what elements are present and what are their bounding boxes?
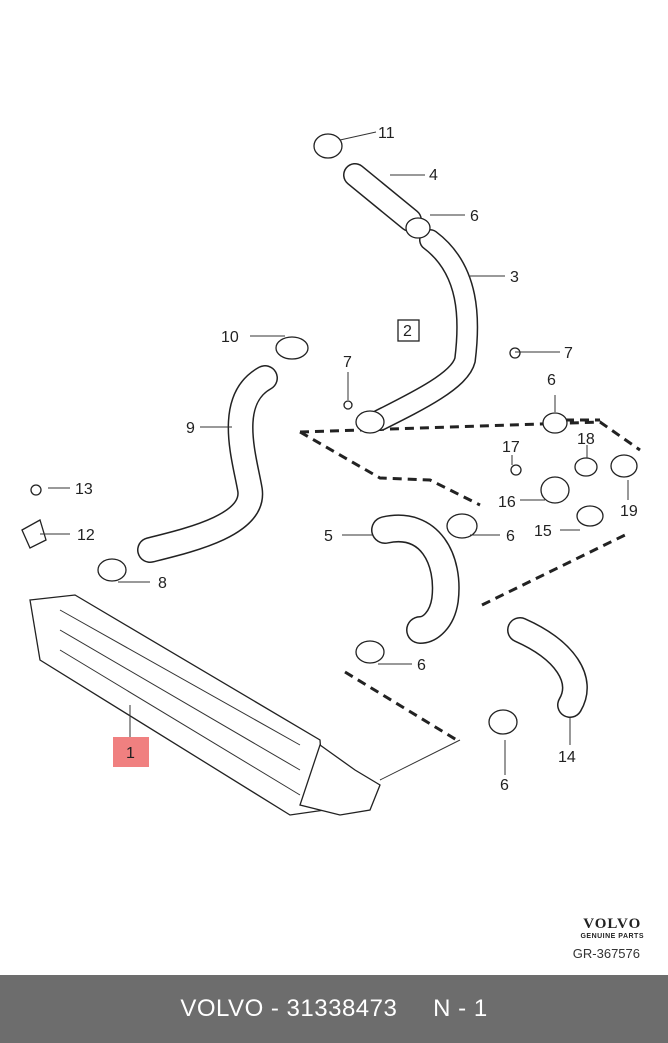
clamp-8 xyxy=(97,558,127,582)
clamp-18 xyxy=(574,457,598,477)
callout-18: 18 xyxy=(577,431,595,448)
callout-2-box xyxy=(397,319,420,342)
bolt-13 xyxy=(30,484,42,496)
intercooler-end-tank xyxy=(299,743,381,816)
callout-5: 5 xyxy=(324,528,333,545)
callout-9: 9 xyxy=(186,420,195,437)
callout-10: 10 xyxy=(221,329,239,346)
callout-7-a: 7 xyxy=(343,354,352,371)
clamp-6-top xyxy=(405,217,431,239)
callout-19: 19 xyxy=(620,503,638,520)
seal-19 xyxy=(610,454,638,478)
callout-1-highlight xyxy=(113,737,149,767)
callout-6-b: 6 xyxy=(547,372,556,389)
clamp-6-low xyxy=(488,709,518,735)
clamp-6-right xyxy=(542,412,568,434)
callout-15: 15 xyxy=(534,523,552,540)
clamp-15 xyxy=(576,505,604,527)
brand-name: VOLVO xyxy=(583,916,642,932)
callout-8: 8 xyxy=(158,575,167,592)
brand-logo: VOLVO GENUINE PARTS xyxy=(580,916,644,940)
callout-6-a: 6 xyxy=(470,208,479,225)
footer-text: VOLVO - 31338473 N - 1 xyxy=(180,995,488,1022)
callout-4: 4 xyxy=(429,167,438,184)
callout-6-c: 6 xyxy=(506,528,515,545)
callout-7-b: 7 xyxy=(564,345,573,362)
reference-code: GR-367576 xyxy=(572,946,640,961)
bolt-7-right xyxy=(509,347,521,359)
clamp-6-left xyxy=(355,640,385,664)
callout-6-d: 6 xyxy=(417,657,426,674)
clamp-11 xyxy=(313,133,343,159)
callout-6-e: 6 xyxy=(500,777,509,794)
parts-diagram: 11 4 6 3 2 10 7 7 6 9 17 18 13 16 19 5 1… xyxy=(21,125,641,816)
pipe-3-flange xyxy=(355,410,385,434)
callout-13: 13 xyxy=(75,481,93,498)
callout-17: 17 xyxy=(502,439,520,456)
bracket-12 xyxy=(21,519,47,549)
brand-subtitle: GENUINE PARTS xyxy=(580,933,644,940)
group-outline-upper xyxy=(299,420,641,507)
connector-16 xyxy=(540,476,570,504)
intercooler-1 xyxy=(29,594,326,816)
bolt-7-left xyxy=(343,400,353,410)
callout-2: 2 xyxy=(403,323,412,340)
clamp-6-mid xyxy=(446,513,478,539)
callout-14: 14 xyxy=(558,749,576,766)
footer-bar: VOLVO - 31338473 N - 1 xyxy=(0,975,668,1043)
bolt-17 xyxy=(510,464,522,476)
clamp-10 xyxy=(275,336,309,360)
group-outline-lower xyxy=(344,418,626,744)
callout-11: 11 xyxy=(378,125,395,142)
callout-3: 3 xyxy=(510,269,519,286)
callout-1: 1 xyxy=(126,745,135,762)
callout-16: 16 xyxy=(498,494,516,511)
callout-12: 12 xyxy=(77,527,95,544)
